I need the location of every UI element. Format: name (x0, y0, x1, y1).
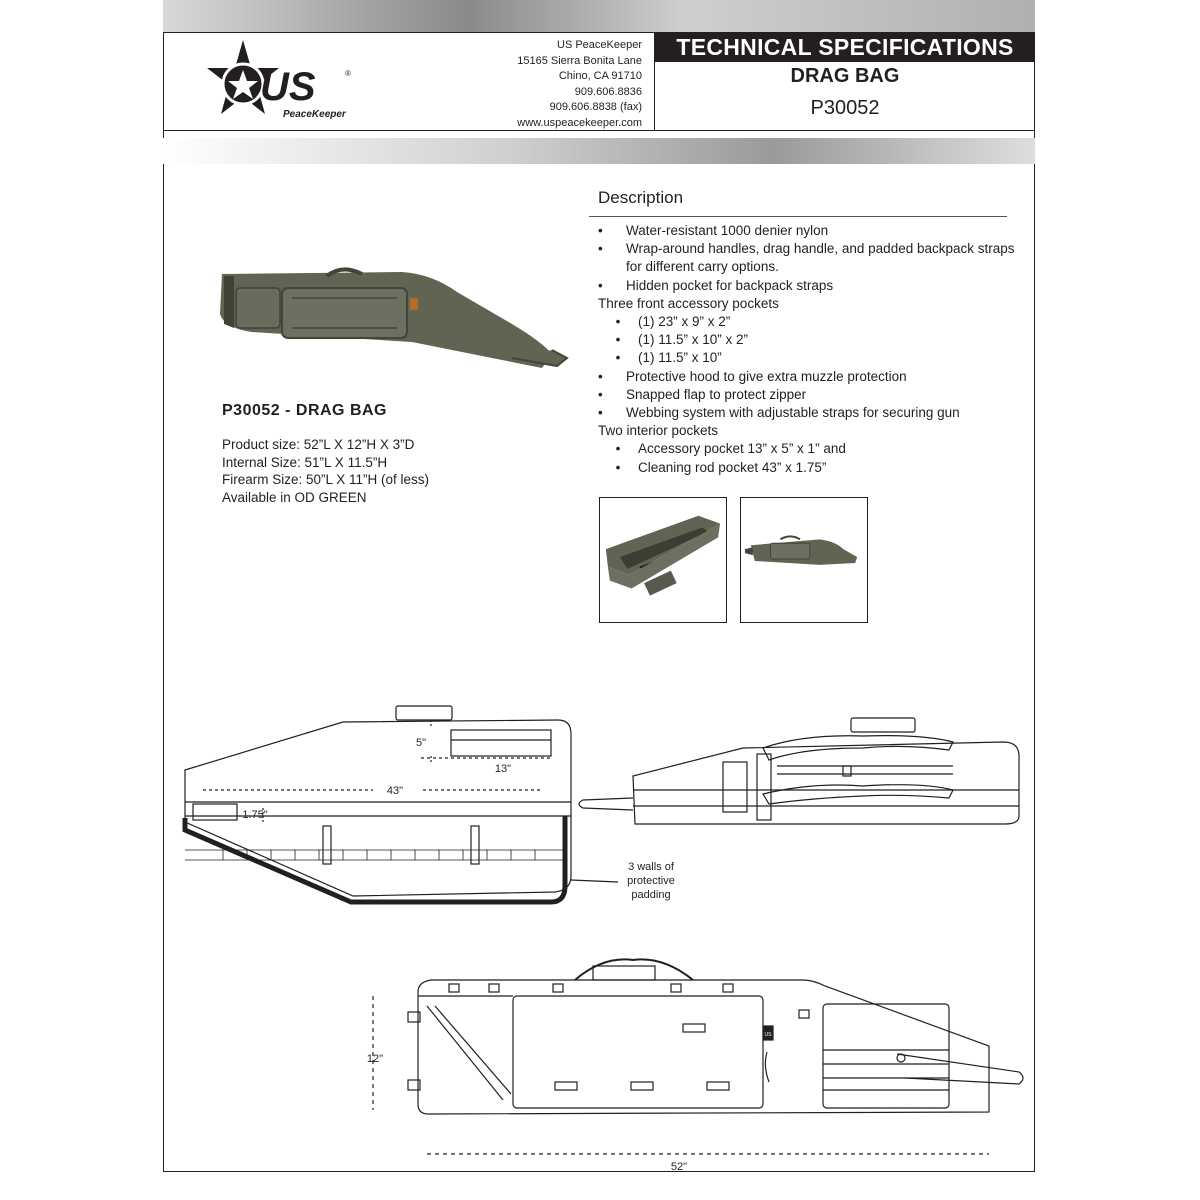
list-subitem: •(1) 11.5” x 10” x 2” (598, 331, 1018, 349)
bullet-icon: • (598, 368, 603, 384)
company-street: 15165 Sierra Bonita Lane (517, 54, 642, 67)
gun-in-bag-view (578, 717, 1020, 825)
description-title: Description (598, 188, 684, 207)
part-number: P30052 (810, 97, 880, 119)
document-title: TECHNICAL SPECIFICATIONS (655, 32, 1035, 62)
interior-view: 5" 13" 43" 1.75" 3 walls of protective p… (182, 705, 675, 905)
product-title: P30052 - DRAG BAG (222, 402, 387, 419)
product-name: DRAG BAG (790, 65, 900, 87)
list-subitem: •Cleaning rod pocket 43” x 1.75” (598, 459, 1018, 477)
padding-note-line3: padding (631, 889, 670, 901)
list-subitem: •(1) 11.5” x 10” (598, 349, 1018, 367)
company-phone: 909.606.8836 (574, 85, 642, 98)
dim-13: 13" (495, 763, 511, 775)
brand-tag: US (765, 1032, 773, 1038)
company-name: US PeaceKeeper (557, 39, 642, 51)
bullet-icon: • (615, 350, 621, 366)
dim-43: 43" (387, 785, 403, 797)
company-city: Chino, CA 91710 (558, 70, 642, 82)
company-address: US PeaceKeeper 15165 Sierra Bonita Lane … (470, 38, 642, 131)
spec-product-size: Product size: 52”L X 12”H X 3”D (222, 437, 415, 452)
bullet-icon: • (615, 459, 621, 475)
spec-internal-size: Internal Size: 51”L X 11.5”H (222, 454, 388, 470)
dim-12: 12" (367, 1053, 383, 1065)
bullet-icon: • (615, 332, 621, 348)
list-subitem: •(1) 23” x 9” x 2” (598, 313, 1018, 331)
dim-5: 5" (416, 737, 426, 749)
list-subitem: •Accessory pocket 13” x 5” x 1” and (598, 440, 1018, 458)
header-band-top (163, 0, 1035, 32)
exterior-view: US 12" 52" (367, 958, 1024, 1170)
padding-note-line1: 3 walls of (628, 861, 675, 873)
spec-firearm-size: Firearm Size: 50”L X 11”H (of less) (222, 472, 430, 487)
list-item: •Snapped flap to protect zipper (598, 386, 1018, 404)
list-item: •Protective hood to give extra muzzle pr… (598, 368, 1018, 386)
bullet-icon: • (615, 441, 621, 457)
logo-text: US (260, 65, 316, 109)
logo-subtext: PeaceKeeper (283, 109, 347, 120)
product-specs: Product size: 52”L X 12”H X 3”D Internal… (222, 436, 429, 506)
us-peacekeeper-logo: US ® PeaceKeeper (207, 40, 351, 120)
webbing-row (185, 849, 565, 861)
bullet-icon: • (598, 405, 603, 421)
thumbnail-closed-bag[interactable] (740, 497, 868, 623)
list-header: Two interior pockets (598, 423, 719, 439)
list-item: •Webbing system with adjustable straps f… (598, 404, 1018, 422)
bullet-icon: • (598, 386, 603, 402)
product-photo (220, 267, 569, 368)
bullet-icon: • (615, 314, 621, 330)
dim-52: 52" (671, 1161, 687, 1170)
company-website[interactable]: www.uspeacekeeper.com (517, 116, 642, 129)
bullet-icon: • (598, 277, 603, 293)
list-header: Three front accessory pockets (598, 295, 779, 311)
dim-1-75: 1.75" (242, 809, 267, 821)
technical-drawing: 5" 13" 43" 1.75" 3 walls of protective p… (182, 705, 1024, 1170)
spec-color: Available in OD GREEN (222, 489, 367, 505)
registered-mark: ® (345, 69, 351, 78)
list-item: •Wrap-around handles, drag handle, and p… (598, 240, 1018, 276)
thumbnail-open-bag[interactable] (599, 497, 727, 623)
list-item: •Hidden pocket for backpack straps (598, 277, 1018, 295)
list-item: •Water-resistant 1000 denier nylon (598, 222, 1018, 240)
header-band-bottom (163, 138, 1035, 164)
company-fax: 909.606.8838 (fax) (549, 101, 642, 113)
bullet-icon: • (598, 241, 603, 257)
header-divider (163, 130, 1035, 131)
bullet-icon: • (598, 223, 603, 238)
address-divider (654, 32, 655, 130)
description-list: •Water-resistant 1000 denier nylon •Wrap… (598, 222, 1018, 477)
description-rule (589, 216, 1007, 217)
padding-note-line2: protective (627, 875, 675, 887)
